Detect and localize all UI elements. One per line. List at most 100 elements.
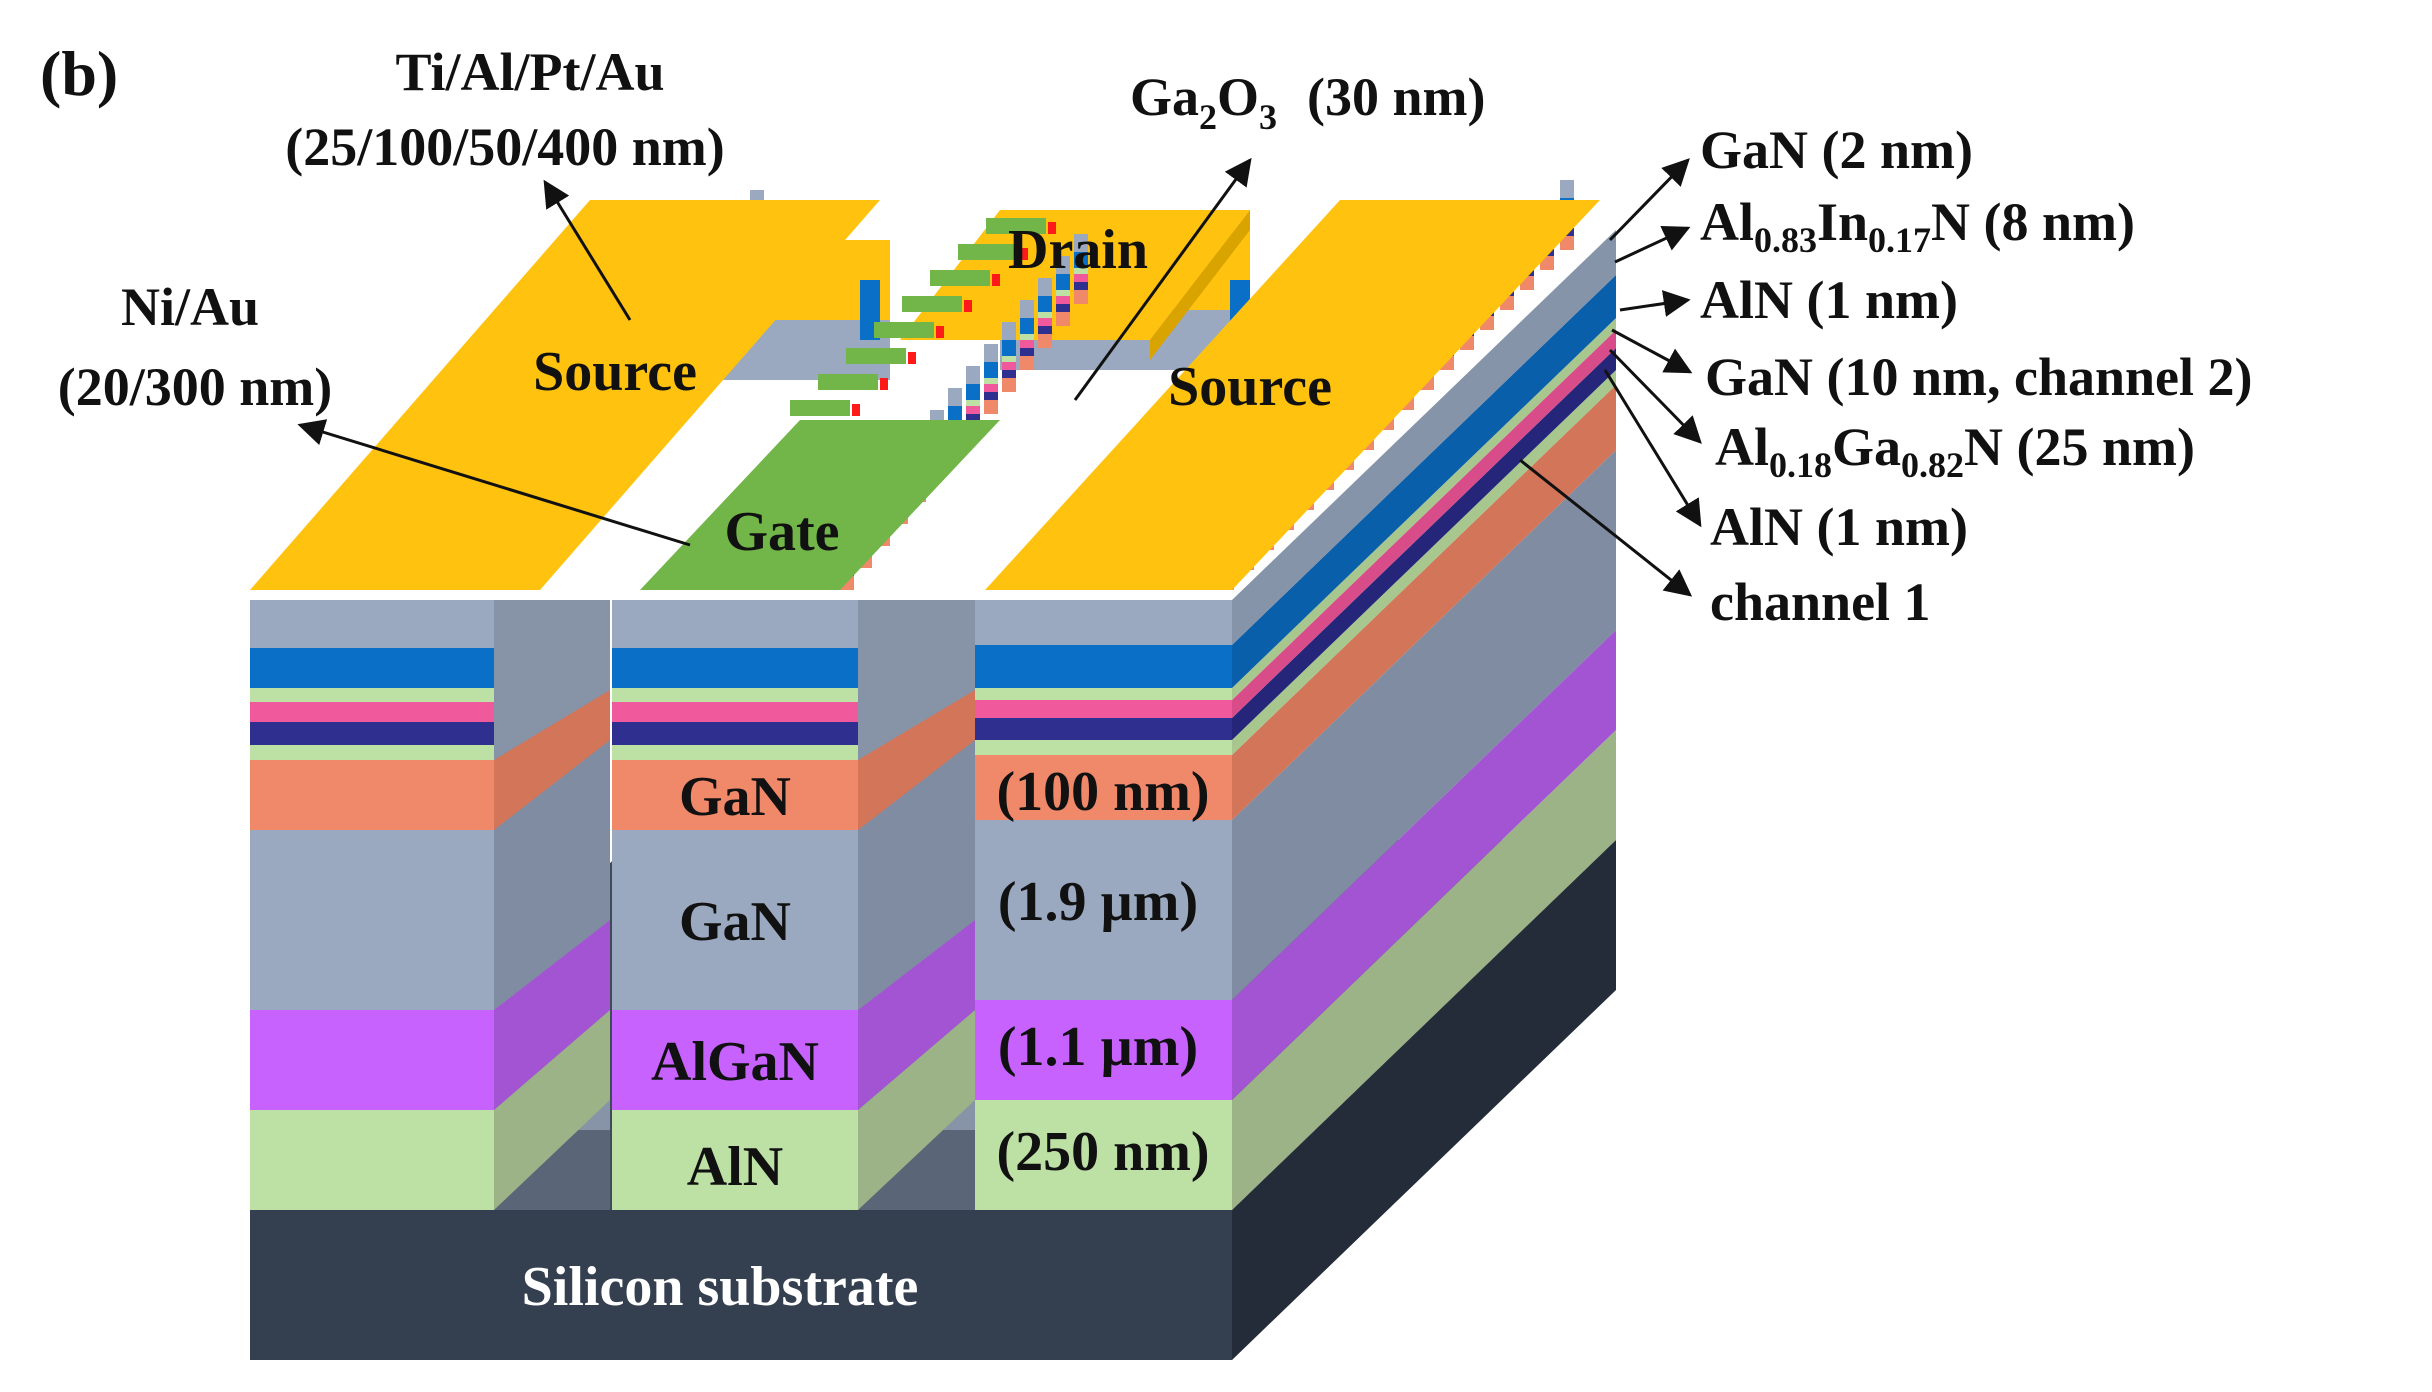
fin-layer: [1056, 256, 1070, 274]
right-block-side-faces: [1232, 230, 1616, 1210]
fin-layer: [1002, 322, 1016, 340]
fin-layer: [984, 400, 998, 414]
fin-layer: [984, 378, 998, 384]
label-barrier: Al0.83In0.17N (8 nm): [1700, 192, 2135, 260]
barrier-sub2: 0.17: [1868, 220, 1931, 260]
gate-finger: [986, 218, 1046, 234]
label-gan-cap: GaN (2 nm): [1700, 120, 1973, 180]
fin-layer: [1038, 278, 1052, 296]
left-mesa-block: [250, 600, 610, 1210]
fin-layer: [966, 366, 980, 384]
fin-layer: [1074, 252, 1088, 268]
fin-layer: [1560, 180, 1574, 198]
label-aln-spacer-2: AlN (1 nm): [1710, 497, 1968, 557]
arrow-barrier: [1614, 226, 1691, 264]
arrow-channel1: [1519, 458, 1693, 597]
fin-layer: [984, 344, 998, 362]
label-gan-100: GaN: [679, 766, 791, 828]
fin-layer: [948, 388, 962, 406]
fin-layer: [1038, 296, 1052, 312]
source-metal-label-line2: (25/100/50/400 nm): [285, 117, 725, 177]
algan-post: N (25 nm): [1964, 417, 2195, 477]
fin-layer: [966, 384, 980, 400]
gate-label: Gate: [724, 501, 839, 563]
algan-pre: Al: [1715, 417, 1769, 477]
arrow-gate-metal: [297, 419, 691, 547]
label-gan-100-thickness: (100 nm): [996, 761, 1209, 823]
fin-layer: [1002, 370, 1016, 378]
arrow-oxide: [1073, 157, 1252, 401]
barrier-sub1: 0.83: [1754, 220, 1817, 260]
fin-layer: [1074, 290, 1088, 304]
fin-layer: [984, 362, 998, 378]
gate-electrode: [790, 218, 1056, 416]
annotation-arrows: [297, 157, 1702, 597]
barrier-mid: In: [1817, 192, 1868, 252]
oxide-strip: [880, 378, 888, 390]
label-channel1: channel 1: [1710, 572, 1931, 632]
fin-layer: [1020, 334, 1034, 340]
fin-layer: [1020, 348, 1034, 356]
gate-finger: [902, 296, 962, 312]
oxide-label: Ga2O3 (30 nm): [1130, 67, 1486, 137]
drain-label: Drain: [1008, 219, 1148, 281]
fin-layer: [1002, 378, 1016, 392]
fin-layer: [1002, 362, 1016, 370]
oxide-thickness: (30 nm): [1307, 67, 1485, 127]
fin-layer: [1074, 282, 1088, 290]
fin-layer: [1038, 312, 1052, 318]
right-mesa-block: [975, 600, 1232, 1210]
fin-layer: [966, 414, 980, 422]
fin-layer: [1038, 318, 1052, 326]
label-gan-channel2: GaN (10 nm, channel 2): [1705, 347, 2253, 407]
fin-layer: [1074, 274, 1088, 282]
gate-contact-pad: [640, 420, 1000, 590]
gate-finger: [958, 244, 1018, 260]
oxide-sub2: 3: [1259, 97, 1277, 137]
barrier-pre: Al: [1700, 192, 1754, 252]
oxide-mid: O: [1217, 67, 1259, 127]
oxide-strip: [964, 300, 972, 312]
oxide-strip: [1048, 222, 1056, 234]
label-gan-buffer-thickness: (1.9 µm): [998, 871, 1198, 933]
label-algan-buffer-thickness: (1.1 µm): [998, 1016, 1198, 1078]
fin-layer: [984, 384, 998, 392]
oxide-base: Ga: [1130, 67, 1199, 127]
label-aln-nucleation: AlN: [687, 1136, 783, 1198]
arrow-gan-channel2: [1611, 328, 1693, 374]
gate-finger: [818, 374, 878, 390]
fin-layer: [1056, 304, 1070, 312]
fin-layer: [1056, 274, 1070, 290]
oxide-sub1: 2: [1199, 97, 1217, 137]
fin-layer: [948, 406, 962, 422]
gate-finger: [790, 400, 850, 416]
barrier-post: N (8 nm): [1931, 192, 2135, 252]
arrow-source-metal: [543, 179, 632, 321]
oxide-strip: [852, 404, 860, 416]
gate-finger: [930, 270, 990, 286]
right-source-contact: [985, 200, 1600, 590]
fin-layer: [1560, 236, 1574, 250]
fin-layer: [1056, 296, 1070, 304]
arrow-aln-spacer-1: [1619, 290, 1691, 317]
fin-layer: [1056, 290, 1070, 296]
oxide-strip: [1020, 248, 1028, 260]
fin-layer: [1020, 340, 1034, 348]
fin-layer: [966, 406, 980, 414]
fin-layer: [1002, 356, 1016, 362]
arrow-aln-spacer-2: [1603, 369, 1702, 528]
source-right-label: Source: [1168, 356, 1332, 418]
arrow-gan-cap: [1608, 158, 1690, 242]
center-mesa-block: [612, 600, 975, 1210]
oxide-strip: [908, 352, 916, 364]
source-metal-label-line1: Ti/Al/Pt/Au: [395, 42, 664, 102]
label-substrate: Silicon substrate: [522, 1256, 919, 1318]
gate-metal-label-line2: (20/300 nm): [58, 357, 332, 417]
fin-layer: [1020, 356, 1034, 370]
algan-sub2: 0.82: [1901, 445, 1964, 485]
label-algan-buffer: AlGaN: [651, 1031, 819, 1093]
fin-layer: [1074, 234, 1088, 252]
fin-layer: [1038, 326, 1052, 334]
gate-finger: [874, 322, 934, 338]
